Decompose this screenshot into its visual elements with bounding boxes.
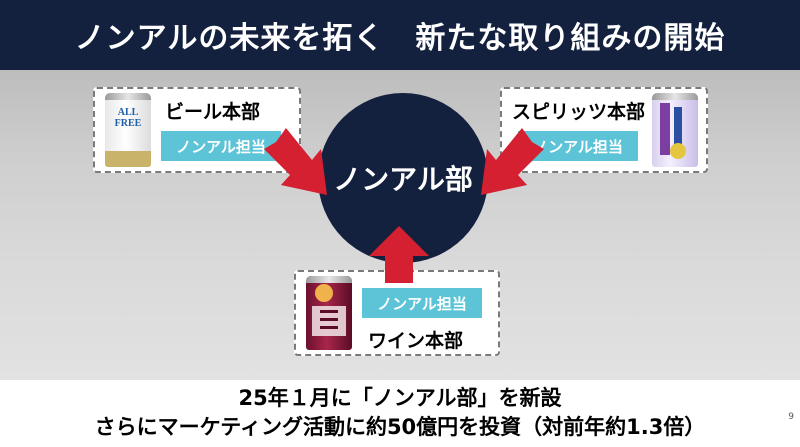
dept-box-spirits: スピリッツ本部 ノンアル担当 [500,87,708,173]
beer-can-icon: ALL FREE [105,93,151,167]
dept-box-beer: ALL FREE ビール本部 ノンアル担当 [93,87,301,173]
beer-can-label: ALL FREE [114,107,142,129]
footer-line-2: さらにマーケティング活動に約50億円を投資（対前年約1.3倍） [94,415,706,439]
footer-line-1: 25年１月に「ノンアル部」を新設 [238,386,562,410]
dept-name-wine: ワイン本部 [368,330,464,352]
dept-name-spirits: スピリッツ本部 [512,101,646,123]
tag-nonal-wine: ノンアル担当 [362,288,482,318]
tag-nonal-beer: ノンアル担当 [161,131,281,161]
center-label: ノンアル部 [333,163,473,196]
dept-box-wine: ノンアル担当 ワイン本部 [294,270,500,356]
footer-area [0,380,800,447]
center-circle: ノンアル部 [318,93,488,263]
title-bar: ノンアルの未来を拓く 新たな取り組みの開始 [0,0,800,70]
page-title: ノンアルの未来を拓く 新たな取り組みの開始 [74,21,726,56]
dept-name-beer: ビール本部 [165,101,261,123]
spirits-can-icon [652,93,698,167]
tag-nonal-spirits: ノンアル担当 [518,131,638,161]
page-number: 9 [788,412,794,422]
wine-can-icon [306,276,352,350]
